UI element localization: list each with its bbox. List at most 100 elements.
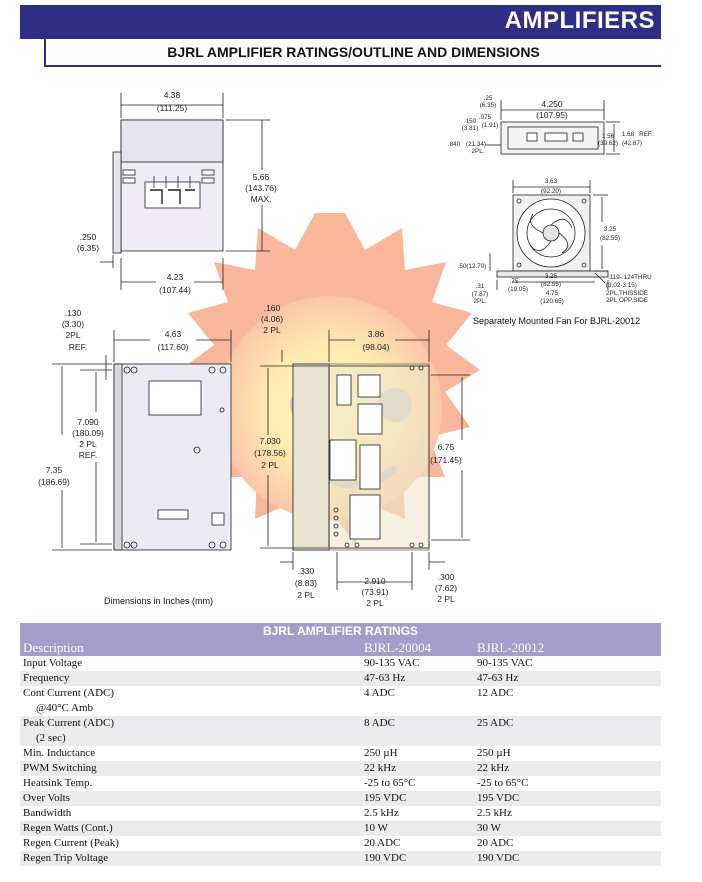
fan-front-spacing-mm: (82.55) xyxy=(541,281,561,288)
row-val-a: 8 ADC xyxy=(364,717,395,729)
side-view-top-note: 2 PL xyxy=(263,325,281,335)
table-title: BJRL AMPLIFIER RATINGS xyxy=(20,623,661,639)
table-header-row: Description BJRL-20004 BJRL-20012 xyxy=(20,639,661,656)
row-desc: Input Voltage xyxy=(23,657,83,669)
top-view-width-mm: (111.25) xyxy=(157,103,188,113)
top-view-margin-mm: (6.35) xyxy=(77,243,99,253)
fan-top-h2: 1.68 xyxy=(622,131,635,138)
fan-front-width-mm: (92.20) xyxy=(541,188,561,195)
fan-front-h-small-mm: (7.87) xyxy=(472,291,488,298)
row-desc: Frequency xyxy=(23,672,70,684)
fan-front-drawing xyxy=(489,180,609,290)
units-caption: Dimensions in Inches (mm) xyxy=(104,596,214,606)
row-val-b: 190 VDC xyxy=(477,852,520,864)
fan-front-e-mm: (19.05) xyxy=(508,286,528,293)
side-view-top: .160 xyxy=(264,303,281,313)
table-row: Cont Current (ADC) @40°C Amb 4 ADC 12 ADC xyxy=(20,686,661,716)
row-desc: Over Volts xyxy=(23,792,70,804)
row-val-b: 47-63 Hz xyxy=(477,672,519,684)
fan-top-c-mm: (3.81) xyxy=(462,125,478,132)
side-view-drawing xyxy=(260,330,470,590)
row-val-b: 250 µH xyxy=(477,747,511,759)
fan-top-d-note: 2PL. xyxy=(472,148,485,155)
row-desc: Bandwidth xyxy=(23,807,72,819)
fan-top-h1: 1.56 xyxy=(602,133,615,140)
fan-front-spacing: 3.25 xyxy=(545,273,558,280)
top-view-width: 4.38 xyxy=(164,90,181,100)
ratings-table: BJRL AMPLIFIER RATINGS Description BJRL-… xyxy=(20,623,661,866)
table-row: Input Voltage 90-135 VAC 90-135 VAC xyxy=(20,656,661,671)
row-val-a: 195 VDC xyxy=(364,792,407,804)
header-bar: AMPLIFIERS xyxy=(20,5,661,39)
side-view-b1-note: 2 PL xyxy=(297,590,315,600)
top-view-base: 4.23 xyxy=(167,272,184,282)
row-val-a: 250 µH xyxy=(364,747,398,759)
side-view-right: 6.75 xyxy=(438,442,455,452)
row-desc-note: @40°C Amb xyxy=(36,702,94,714)
row-val-a: 22 kHz xyxy=(364,762,397,774)
fan-front-overall-mm: (120.65) xyxy=(540,298,563,305)
fan-top-h2-mm: (42.67) xyxy=(622,140,642,147)
front-view-drawing xyxy=(52,330,232,551)
side-view-width-mm: (98.04) xyxy=(363,342,390,352)
row-desc: Regen Watts (Cont.) xyxy=(23,822,113,834)
fan-front-height-mm: (82.55) xyxy=(600,235,620,242)
row-desc: Peak Current (ADC) xyxy=(23,717,115,729)
front-view-top: .130 xyxy=(65,308,82,318)
row-val-b: 30 W xyxy=(477,822,501,834)
fan-front-h-small-note: 2PL. xyxy=(474,298,487,305)
side-view-right-mm: (171.45) xyxy=(430,455,462,465)
side-view-left-mm: (178.56) xyxy=(254,448,286,458)
header-title: AMPLIFIERS xyxy=(504,7,655,34)
col-bjrl-20012-header: BJRL-20012 xyxy=(477,640,545,655)
fan-front-height: 3.25 xyxy=(604,226,617,233)
side-view-b2-note: 2 PL xyxy=(366,598,384,608)
row-val-a: 190 VDC xyxy=(364,852,407,864)
front-view-top-note2: REF. xyxy=(69,342,87,352)
fan-top-d-mm: (21.34) xyxy=(466,141,486,148)
row-val-b: -25 to 65°C xyxy=(477,777,529,789)
row-val-b: 2.5 kHz xyxy=(477,807,512,819)
top-view-margin: .250 xyxy=(80,232,97,242)
row-desc: Regen Current (Peak) xyxy=(23,837,119,849)
row-val-a: 47-63 Hz xyxy=(364,672,406,684)
side-view-b2-mm: (73.91) xyxy=(362,587,389,597)
fan-top-a-mm: (6.35) xyxy=(480,102,496,109)
top-view-height-note: MAX. xyxy=(251,194,272,204)
fan-front-width: 3.63 xyxy=(545,178,558,185)
fan-top-h1-mm: (39.62) xyxy=(598,140,618,147)
front-view-inner: 7.090 xyxy=(77,417,99,427)
top-view-base-mm: (107.44) xyxy=(159,285,191,295)
row-val-a: 20 ADC xyxy=(364,837,401,849)
side-view-left: 7.030 xyxy=(259,436,281,446)
fan-top-width: 4.250 xyxy=(541,99,563,109)
fan-front-left: .50(12.70) xyxy=(458,263,487,270)
front-view-width: 4.63 xyxy=(165,329,182,339)
top-view-height-mm: (143.76) xyxy=(245,183,277,193)
row-desc: Cont Current (ADC) xyxy=(23,687,115,699)
fan-top-width-mm: (107.95) xyxy=(536,110,568,120)
row-val-b: 195 VDC xyxy=(477,792,520,804)
side-view-b1: .330 xyxy=(298,566,315,576)
row-desc: Min. Inductance xyxy=(23,747,96,759)
row-val-b: 90-135 VAC xyxy=(477,657,533,669)
side-view-b3-note: 2 PL xyxy=(437,594,455,604)
fan-top-b-mm: (1.91) xyxy=(482,122,498,129)
fan-front-overall: 4.75 xyxy=(546,290,559,297)
table-row: Heatsink Temp.-25 to 65°C-25 to 65°C xyxy=(20,776,661,791)
table-row: Over Volts 195 VDC 195 VDC xyxy=(20,791,661,806)
row-val-b: 12 ADC xyxy=(477,687,514,699)
row-val-b: 25 ADC xyxy=(477,717,514,729)
row-val-b: 20 ADC xyxy=(477,837,514,849)
col-bjrl-20004-header: BJRL-20004 xyxy=(364,640,432,655)
fan-top-h2-note: REF. xyxy=(639,131,653,138)
front-view-outer-mm: (186.69) xyxy=(38,477,70,487)
row-val-a: 4 ADC xyxy=(364,687,395,699)
row-val-a: 90-135 VAC xyxy=(364,657,420,669)
front-view-inner-note2: REF. xyxy=(79,450,97,460)
top-view-drawing xyxy=(100,93,270,290)
